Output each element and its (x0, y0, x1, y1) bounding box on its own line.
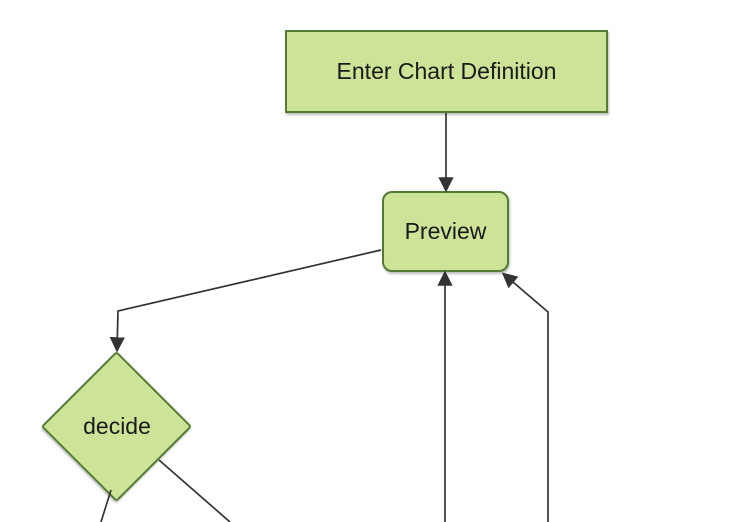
node-decide-label: decide (83, 413, 151, 439)
node-decide: decide (42, 351, 192, 502)
edge-offscreen-to-preview-corner (501, 272, 549, 522)
node-enter-chart-definition-label: Enter Chart Definition (336, 58, 557, 84)
node-enter-chart-definition: Enter Chart Definition (285, 30, 608, 113)
node-preview-label: Preview (404, 218, 487, 244)
node-preview: Preview (382, 191, 509, 272)
edge-preview-to-decide (109, 249, 382, 353)
